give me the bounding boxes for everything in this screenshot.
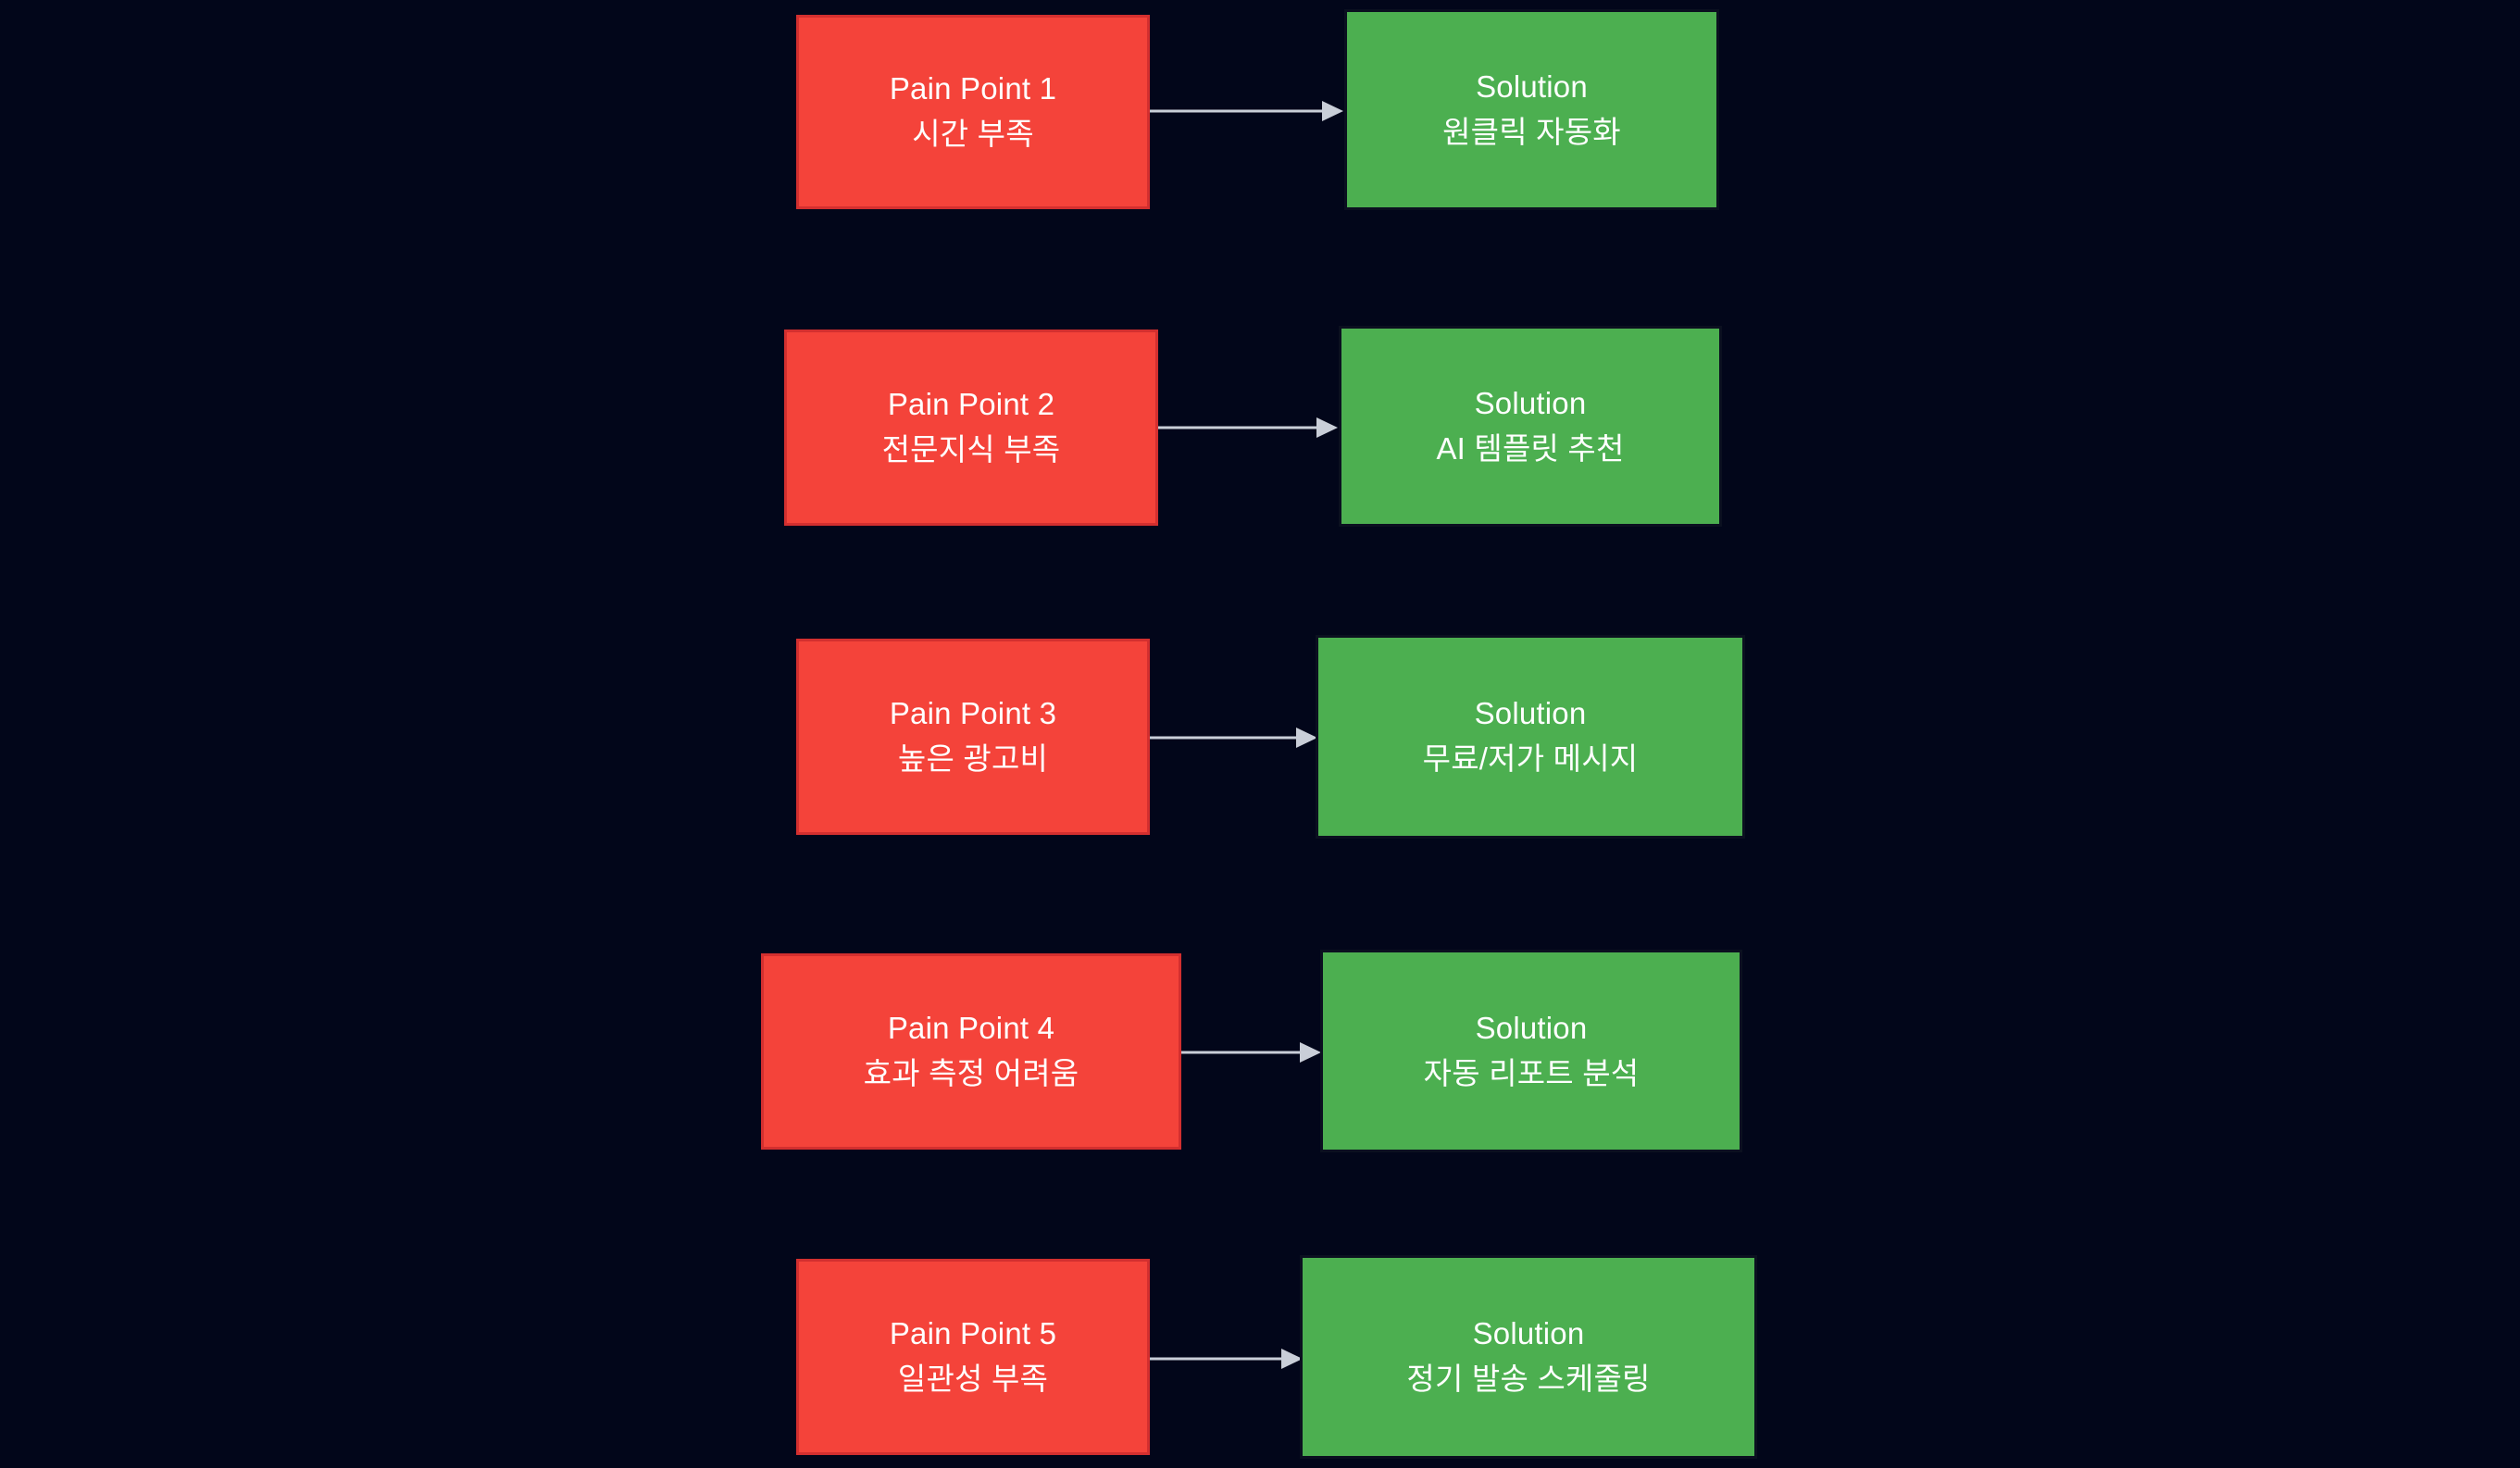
pain-point-detail-3: 높은 광고비: [897, 741, 1049, 776]
diagram-row-1: Pain Point 1 시간 부족 Solution 원클릭 자동화: [0, 0, 2520, 222]
solution-title-5: Solution: [1472, 1316, 1585, 1351]
solution-node-1[interactable]: Solution 원클릭 자동화: [1344, 9, 1719, 210]
arrow-icon: [1150, 101, 1343, 121]
pain-point-node-4[interactable]: Pain Point 4 효과 측정 어려움: [761, 953, 1181, 1150]
pain-point-title-4: Pain Point 4: [887, 1011, 1055, 1046]
arrow-icon: [1150, 728, 1317, 748]
pain-point-detail-1: 시간 부족: [912, 117, 1034, 151]
solution-detail-4: 자동 리포트 분석: [1423, 1055, 1640, 1090]
solution-title-4: Solution: [1475, 1010, 1588, 1045]
solution-node-2[interactable]: Solution AI 템플릿 추천: [1339, 326, 1722, 527]
solution-detail-2: AI 템플릿 추천: [1436, 430, 1625, 466]
pain-point-title-2: Pain Point 2: [887, 387, 1055, 422]
pain-point-detail-4: 효과 측정 어려움: [863, 1056, 1079, 1090]
solution-title-2: Solution: [1474, 385, 1587, 420]
solution-title-3: Solution: [1474, 696, 1587, 731]
pain-point-title-3: Pain Point 3: [889, 696, 1057, 731]
pain-point-node-5[interactable]: Pain Point 5 일관성 부족: [796, 1259, 1150, 1455]
pain-point-detail-5: 일관성 부족: [897, 1362, 1049, 1396]
solution-detail-5: 정기 발송 스케줄링: [1406, 1362, 1651, 1396]
solution-detail-1: 원클릭 자동화: [1442, 114, 1621, 149]
diagram-row-3: Pain Point 3 높은 광고비 Solution 무료/저가 메시지: [0, 622, 2520, 844]
pain-point-node-1[interactable]: Pain Point 1 시간 부족: [796, 15, 1150, 209]
arrow-connector-4: [1181, 1034, 1322, 1071]
pain-point-title-5: Pain Point 5: [889, 1316, 1057, 1351]
solution-detail-3: 무료/저가 메시지: [1422, 741, 1639, 776]
pain-point-detail-2: 전문지식 부족: [881, 432, 1061, 467]
diagram-row-2: Pain Point 2 전문지식 부족 Solution AI 템플릿 추천: [0, 311, 2520, 533]
solution-node-5[interactable]: Solution 정기 발송 스케줄링: [1300, 1255, 1757, 1459]
arrow-connector-3: [1150, 719, 1318, 756]
pain-point-node-2[interactable]: Pain Point 2 전문지식 부족: [784, 330, 1158, 526]
pain-point-title-1: Pain Point 1: [889, 71, 1057, 106]
solution-node-4[interactable]: Solution 자동 리포트 분석: [1320, 950, 1742, 1152]
diagram-row-4: Pain Point 4 효과 측정 어려움 Solution 자동 리포트 분…: [0, 933, 2520, 1155]
solution-node-3[interactable]: Solution 무료/저가 메시지: [1316, 635, 1745, 839]
arrow-icon: [1150, 1349, 1303, 1369]
arrow-connector-1: [1150, 93, 1344, 130]
arrow-icon: [1158, 417, 1338, 438]
arrow-connector-5: [1150, 1340, 1304, 1377]
arrow-connector-2: [1158, 409, 1339, 446]
solution-title-1: Solution: [1476, 68, 1588, 104]
diagram-row-5: Pain Point 5 일관성 부족 Solution 정기 발송 스케줄링: [0, 1244, 2520, 1468]
pain-point-node-3[interactable]: Pain Point 3 높은 광고비: [796, 639, 1150, 835]
arrow-icon: [1181, 1042, 1321, 1063]
